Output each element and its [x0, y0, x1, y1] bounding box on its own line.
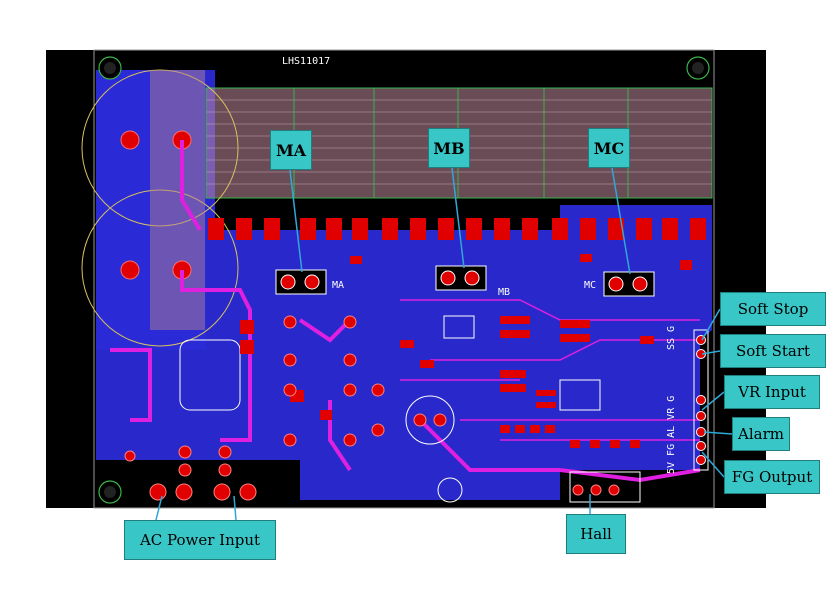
callout-fg-output: FG Output	[724, 460, 820, 494]
callout-hall: Hall	[566, 514, 626, 554]
through-hole-pads	[124, 315, 620, 501]
left-hatch	[150, 70, 205, 330]
callout-ma: MA	[270, 130, 312, 170]
callout-vr-input: VR Input	[724, 375, 820, 409]
connector-pins	[696, 335, 706, 465]
callout-soft-stop: Soft Stop	[720, 292, 826, 326]
leader-lines	[155, 167, 733, 521]
callout-ac-power-input: AC Power Input	[124, 520, 276, 560]
transistor-pads	[208, 218, 706, 240]
board-outline	[93, 49, 715, 509]
connector-label-bottom: 5V FG AL VR G	[666, 395, 677, 474]
silk-label-ma: MA	[332, 280, 345, 291]
control-connector	[693, 329, 709, 471]
silk-label-mc: MC	[584, 280, 597, 291]
smd-pads	[240, 254, 692, 448]
callout-mc: MC	[588, 128, 630, 168]
callout-soft-start: Soft Start	[720, 334, 826, 368]
silk-label-mb: MB	[498, 287, 511, 298]
ic-components	[179, 315, 641, 503]
callout-alarm: Alarm	[732, 417, 790, 451]
connector-label-top: SS G	[666, 325, 677, 350]
motor-output-pads	[275, 265, 655, 297]
callout-mb: MB	[428, 128, 470, 168]
board-model-label: LHS11017	[282, 56, 331, 67]
